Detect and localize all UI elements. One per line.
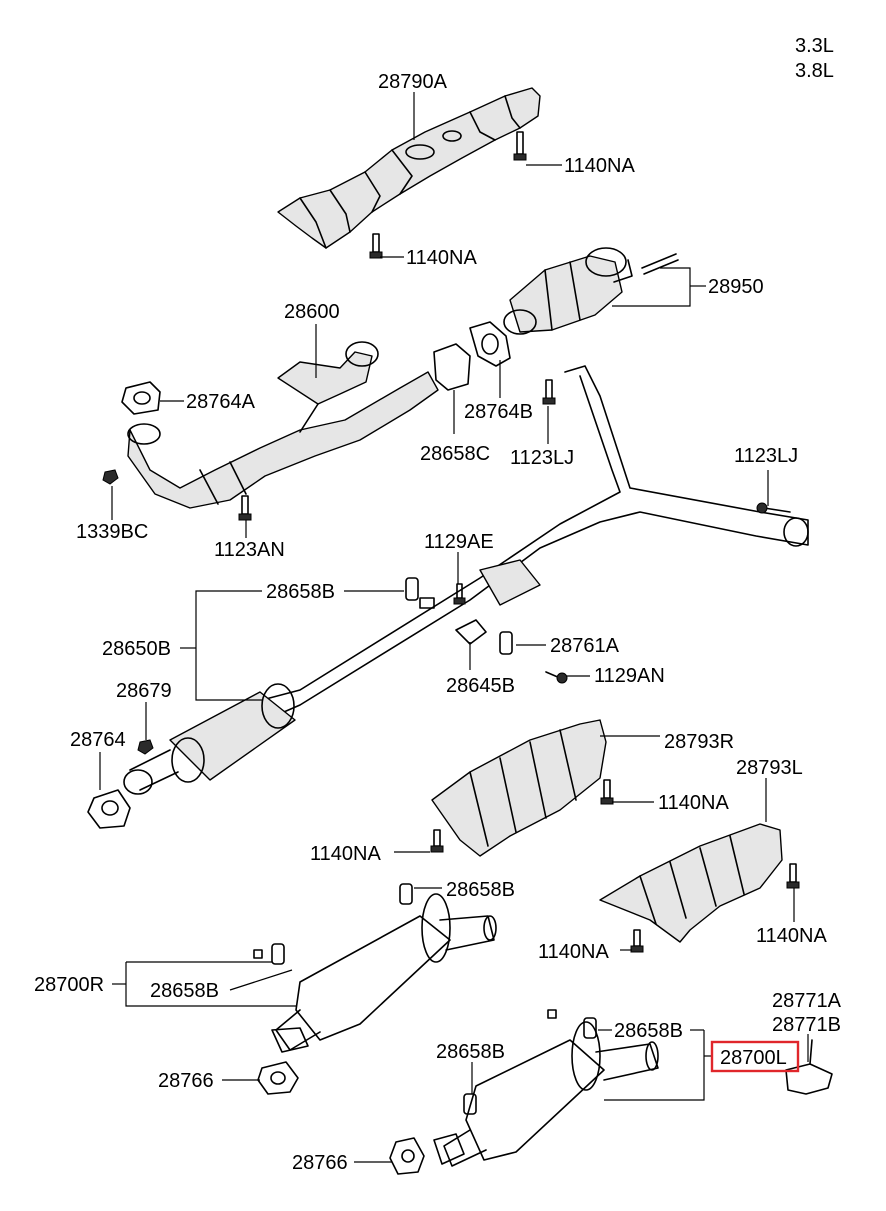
nut-1339bc	[102, 469, 119, 485]
gasket-28766-lower	[389, 1137, 425, 1175]
bracket-28771	[785, 1039, 833, 1095]
gasket-28764a	[121, 381, 161, 415]
label-28793l: 28793L	[736, 757, 803, 779]
label-1140na-top-left: 1140NA	[406, 247, 477, 269]
muffler-28700r-illustration	[271, 893, 497, 1053]
gasket-28766-upper	[257, 1061, 299, 1095]
front-pipe-illustration	[127, 341, 439, 509]
bracket-28645b	[455, 619, 487, 645]
label-1129an: 1129AN	[594, 665, 665, 687]
bolt-1123lj-right	[756, 502, 791, 514]
bolt-1140na-top-right	[513, 131, 527, 161]
hanger-28658b-muffler-l-right	[547, 1009, 597, 1039]
label-28790a: 28790A	[378, 71, 448, 93]
label-28658b-upper: 28658B	[266, 581, 335, 603]
label-1140na-shield-l-left: 1140NA	[538, 941, 609, 963]
bolt-1140na-top-left	[369, 233, 383, 259]
label-28658b-muffler-l-right: 28658B	[614, 1020, 683, 1042]
label-1140na-shield-r-left: 1140NA	[310, 843, 381, 865]
label-1129ae: 1129AE	[424, 531, 494, 553]
label-28645b: 28645B	[446, 675, 515, 697]
label-28793r: 28793R	[664, 731, 734, 753]
label-1123lj-right: 1123LJ	[734, 445, 798, 467]
engine-variant-2: 3.8L	[795, 60, 834, 82]
label-28658b-muffler-r-top: 28658B	[446, 879, 515, 901]
heat-shield-front-illustration	[277, 87, 541, 249]
label-1140na-shield-r: 1140NA	[658, 792, 729, 814]
label-28771a: 28771A	[772, 990, 842, 1012]
bolt-1129ae	[453, 583, 466, 605]
label-28761a: 28761A	[550, 635, 620, 657]
gasket-28764	[87, 789, 131, 829]
label-1123lj-mid: 1123LJ	[510, 447, 574, 469]
label-28679: 28679	[116, 680, 172, 702]
label-28700l: 28700L	[720, 1047, 787, 1069]
bolt-1129an	[545, 671, 568, 684]
hanger-28658b-muffler-l	[463, 1093, 477, 1115]
catalytic-converter-illustration	[503, 247, 633, 335]
nut-28679	[137, 739, 154, 755]
hanger-28658b-upper	[405, 577, 435, 609]
bolt-1123an	[238, 495, 252, 521]
label-28766-upper: 28766	[158, 1070, 214, 1092]
label-1140na-shield-l-right: 1140NA	[756, 925, 827, 947]
label-28764b: 28764B	[464, 401, 533, 423]
label-1123an: 1123AN	[214, 539, 285, 561]
label-1339bc: 1339BC	[76, 521, 148, 543]
gasket-28764b	[469, 321, 511, 367]
label-28771b: 28771B	[772, 1014, 841, 1036]
label-28764a: 28764A	[186, 391, 256, 413]
bolt-1140na-shield-l-left	[630, 929, 644, 953]
label-28764: 28764	[70, 729, 126, 751]
center-pipe-illustration	[123, 365, 809, 795]
stud-28950	[641, 253, 679, 275]
flange-28658c	[433, 343, 471, 391]
bolt-1140na-shield-r-left	[430, 829, 444, 853]
hanger-28658b-muffler-r	[253, 943, 285, 965]
heat-shield-28793r-illustration	[431, 719, 607, 857]
label-28600: 28600	[284, 301, 340, 323]
label-28766-lower: 28766	[292, 1152, 348, 1174]
heat-shield-28793l-illustration	[599, 823, 783, 943]
label-28658b-muffler-r: 28658B	[150, 980, 219, 1002]
label-28950: 28950	[708, 276, 764, 298]
muffler-28700l-illustration	[433, 1021, 659, 1167]
label-28658b-muffler-l: 28658B	[436, 1041, 505, 1063]
engine-variant-1: 3.3L	[795, 35, 834, 57]
hanger-28761a	[499, 631, 513, 655]
bolt-1123lj-mid	[542, 379, 556, 405]
leader-lines	[99, 92, 809, 1163]
label-28658c: 28658C	[420, 443, 490, 465]
label-28650b: 28650B	[102, 638, 171, 660]
hanger-28658b-muffler-r-top	[399, 883, 413, 905]
part-labels: 28790A 1140NA 1140NA 28950 28600 28764A …	[34, 71, 842, 1174]
bolt-1140na-shield-r	[600, 779, 614, 805]
label-28700r: 28700R	[34, 974, 104, 996]
highlight-box-28700l	[710, 1040, 800, 1073]
bolt-1140na-shield-l-right	[786, 863, 800, 889]
label-1140na-top-right: 1140NA	[564, 155, 635, 177]
